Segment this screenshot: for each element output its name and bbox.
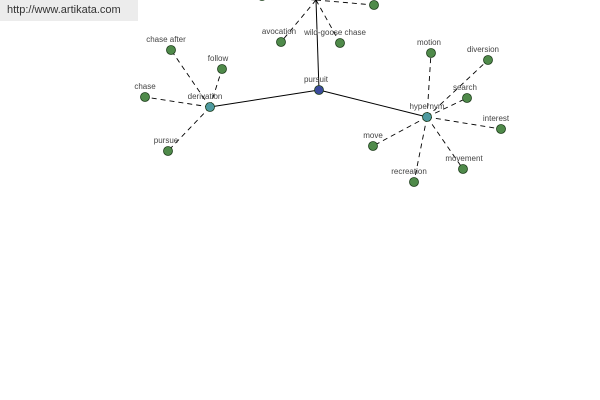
label-wild-goose-chase: wild-goose chase	[303, 28, 366, 37]
node-diversion[interactable]	[483, 55, 493, 65]
edge-top-avocation	[280, 0, 317, 43]
node-hypernym[interactable]	[422, 112, 432, 122]
edge-center-top	[315, 0, 320, 91]
edge-derivation-chase	[144, 96, 211, 108]
node-interest[interactable]	[496, 124, 506, 134]
node-chase[interactable]	[140, 92, 150, 102]
label-move: move	[363, 131, 383, 140]
edge-hypernym-motion	[426, 52, 432, 118]
node-chase-after[interactable]	[166, 45, 176, 55]
edge-top-extra-0	[315, 0, 375, 6]
label-center: pursuit	[304, 75, 329, 84]
node-avocation[interactable]	[276, 37, 286, 47]
node-motion[interactable]	[426, 48, 436, 58]
node-recreation[interactable]	[409, 177, 419, 187]
label-chase-after: chase after	[146, 35, 186, 44]
label-follow: follow	[208, 54, 229, 63]
node-search[interactable]	[462, 93, 472, 103]
edge-derivation-pursue	[167, 106, 211, 152]
label-pursue: pursue	[154, 136, 179, 145]
node-pursue[interactable]	[163, 146, 173, 156]
labels-layer: pursuit derivation chase after follow chase p…	[134, 27, 510, 176]
label-interest: interest	[483, 114, 510, 123]
edge-hypernym-move	[372, 116, 428, 147]
label-derivation: derivation	[188, 92, 223, 101]
node-top-extra-0[interactable]	[369, 0, 379, 10]
node-movement[interactable]	[458, 164, 468, 174]
label-recreation: recreation	[391, 167, 427, 176]
label-diversion: diversion	[467, 45, 499, 54]
edge-derivation-follow	[209, 68, 223, 108]
edge-hypernym-search	[426, 97, 468, 118]
label-search: search	[453, 83, 477, 92]
edge-center-hypernym	[318, 89, 428, 118]
edge-hypernym-diversion	[426, 59, 489, 118]
edges-layer	[144, 0, 502, 183]
edge-hypernym-interest	[426, 116, 502, 130]
edge-derivation-chase-after	[170, 49, 211, 108]
label-movement: movement	[445, 154, 483, 163]
node-top-extra-1[interactable]	[258, 0, 267, 1]
node-center[interactable]	[314, 85, 324, 95]
label-avocation: avocation	[262, 27, 296, 36]
node-follow[interactable]	[217, 64, 227, 74]
edge-hypernym-movement	[426, 116, 464, 170]
node-wild-goose-chase[interactable]	[335, 38, 345, 48]
edge-center-derivation	[209, 89, 320, 108]
label-motion: motion	[417, 38, 441, 47]
label-hypernym: hypernym	[409, 102, 444, 111]
nodes-layer	[140, 0, 506, 187]
edge-hypernym-recreation	[413, 116, 428, 183]
source-url[interactable]: http://www.artikata.com	[0, 0, 138, 21]
node-move[interactable]	[368, 141, 378, 151]
label-chase: chase	[134, 82, 156, 91]
node-derivation[interactable]	[205, 102, 215, 112]
